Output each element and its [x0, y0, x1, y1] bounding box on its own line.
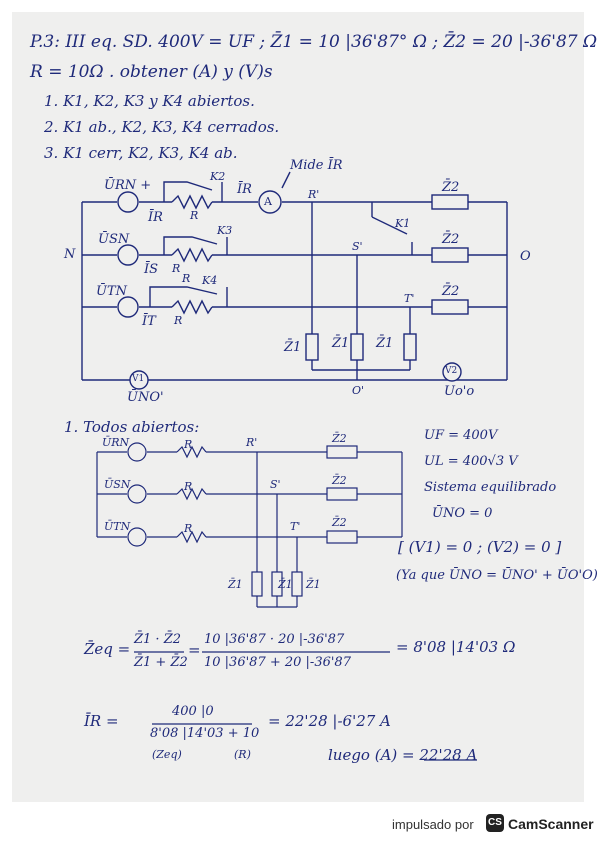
s1-s-prime-label: S'	[270, 478, 281, 491]
switch-k2-label: K2	[210, 170, 226, 183]
reason-note: (Ya que ŪNO = ŪNO' + ŪO'O)	[396, 568, 598, 583]
current-ir-top-label: ĪR	[237, 182, 252, 197]
final-conclusion: luego (A) = 22'28 A	[328, 746, 478, 764]
s1-r-prime-label: R'	[246, 436, 258, 449]
s1-z1-c: Z̄1	[306, 578, 321, 591]
s1-z1-b: Z̄1	[278, 578, 293, 591]
voltmeter-readings: [ (V1) = 0 ; (V2) = 0 ]	[398, 538, 562, 556]
current-it-label: ĪT	[142, 314, 156, 329]
ir-numerator: 400 |0	[172, 704, 214, 719]
impedance-z2-a: Z̄2	[442, 180, 460, 195]
switch-k4-label: K4	[202, 274, 218, 287]
source-urn-label: ŪRN +	[104, 178, 152, 193]
node-t-prime-label: T'	[404, 292, 415, 305]
s1-z2-c: Z̄2	[332, 516, 347, 529]
zeq-note: (Zeq)	[152, 748, 182, 761]
impedance-z1-b: Z̄1	[332, 336, 350, 351]
s1-utn-label: ŪTN	[104, 520, 131, 533]
impedance-z1-a: Z̄1	[284, 340, 302, 355]
node-s-prime-label: S'	[352, 240, 363, 253]
s1-z2-a: Z̄2	[332, 432, 347, 445]
ir-denominator: 8'08 |14'03 + 10	[150, 726, 260, 741]
resistor-r3-label: R	[182, 272, 191, 285]
case-1: 1. K1, K2, K3 y K4 abiertos.	[44, 92, 255, 110]
ir-result: = 22'28 |-6'27 A	[268, 712, 391, 730]
switch-k1-label: K1	[395, 217, 411, 230]
case-3: 3. K1 cerr, K2, K3, K4 ab.	[44, 144, 238, 162]
resistor-r1-label: R	[190, 209, 199, 222]
problem-statement: P.3: III eq. SD. 400V = UF ; Z̄1 = 10 |3…	[30, 32, 598, 52]
s1-z2-b: Z̄2	[332, 474, 347, 487]
section-1-title: 1. Todos abiertos:	[64, 418, 200, 436]
balanced-note: Sistema equilibrado	[424, 480, 557, 495]
ammeter-symbol: A	[264, 195, 272, 208]
ir-lhs: ĪR =	[84, 712, 119, 730]
s1-t-prime-label: T'	[290, 520, 301, 533]
current-ir-label: ĪR	[148, 210, 163, 225]
zeq-lhs: Z̄eq =	[84, 640, 131, 658]
current-is-label: ĪS	[144, 262, 159, 277]
impedance-z1-c: Z̄1	[376, 336, 394, 351]
source-utn-label: ŪTN	[96, 284, 128, 299]
source-usn-label: ŪSN	[98, 232, 130, 247]
uno-value: ŪNO = 0	[432, 506, 493, 521]
circuit-diagram-main	[81, 171, 508, 761]
resistor-r2-label: R	[172, 262, 181, 275]
mide-ir-label: Mide ĪR	[290, 158, 343, 173]
node-n-label: N	[64, 247, 76, 262]
node-o-label: O	[520, 249, 531, 264]
node-o-prime-label: O'	[352, 384, 365, 397]
case-2: 2. K1 ab., K2, K3, K4 cerrados.	[44, 118, 280, 136]
impedance-z2-b: Z̄2	[442, 232, 460, 247]
camscanner-brand: CamScanner	[508, 816, 594, 832]
s1-r1-label: R	[184, 438, 193, 451]
uo-prime-o-label: Uo'o	[444, 384, 475, 399]
voltmeter-v2-symbol: V2	[445, 366, 458, 376]
r-note: (R)	[234, 748, 251, 761]
switch-k3-label: K3	[217, 224, 233, 237]
ul-value: UL = 400√3 V	[424, 454, 518, 469]
zeq-numerator-values: 10 |36'87 · 20 |-36'87	[204, 632, 345, 647]
zeq-numerator: Z̄1 · Z̄2	[134, 632, 182, 647]
s1-z1-a: Z̄1	[228, 578, 243, 591]
voltmeter-v1-symbol: V1	[132, 374, 145, 384]
zeq-equals: =	[188, 641, 201, 659]
uf-value: UF = 400V	[424, 428, 498, 443]
camscanner-logo-icon: CS	[486, 814, 504, 832]
node-r-prime-label: R'	[308, 188, 320, 201]
uno-prime-label: ŪNO'	[127, 390, 164, 405]
s1-usn-label: ŪSN	[104, 478, 131, 491]
s1-urn-label: ŪRN	[102, 436, 130, 449]
resistor-r4-label: R	[174, 314, 183, 327]
problem-objective: R = 10Ω . obtener (A) y (V)s	[30, 62, 273, 82]
impedance-z2-c: Z̄2	[442, 284, 460, 299]
zeq-denominator-values: 10 |36'87 + 20 |-36'87	[204, 655, 351, 670]
scanned-page: P.3: III eq. SD. 400V = UF ; Z̄1 = 10 |3…	[12, 12, 598, 802]
s1-r2-label: R	[184, 480, 193, 493]
powered-by-text: impulsado por	[392, 817, 474, 832]
s1-r3-label: R	[184, 522, 193, 535]
zeq-denominator: Z̄1 + Z̄2	[134, 655, 188, 670]
zeq-result: = 8'08 |14'03 Ω	[396, 638, 516, 656]
